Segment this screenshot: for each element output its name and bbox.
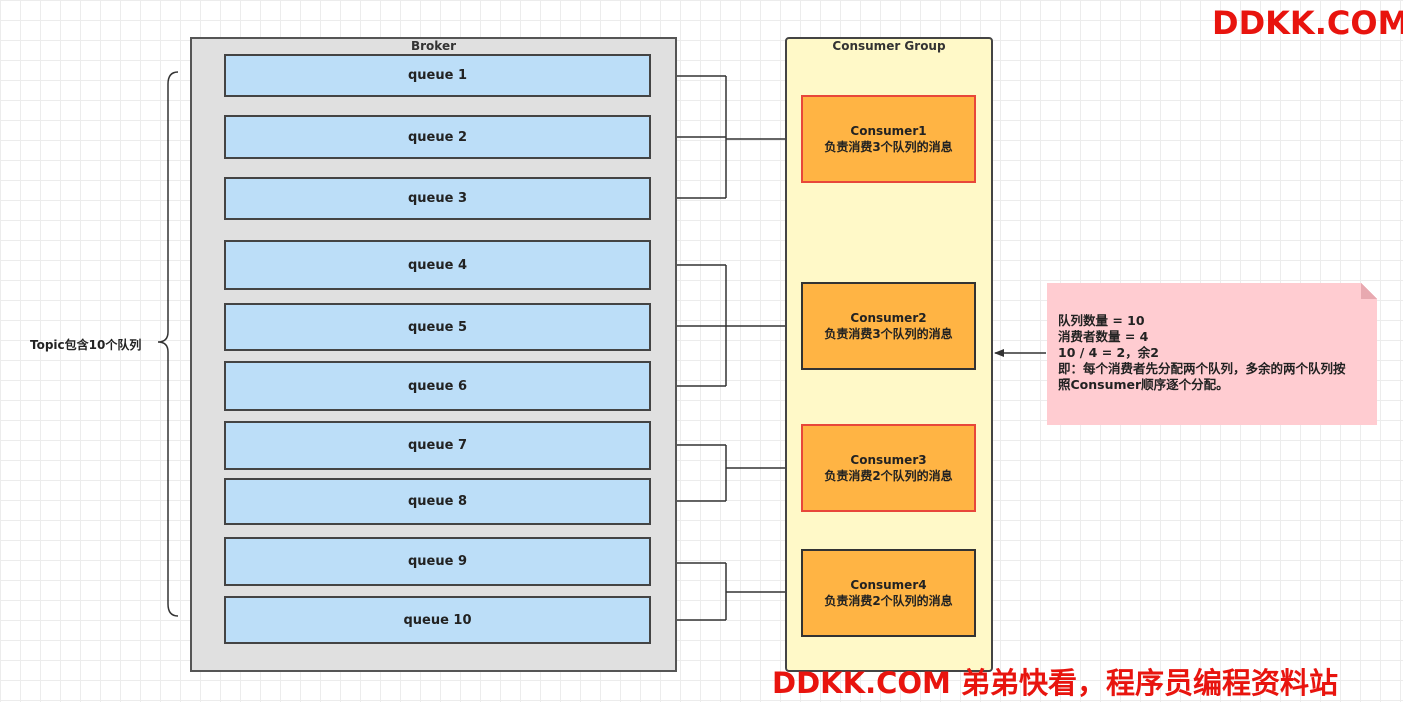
- broker-title: Broker: [410, 39, 457, 53]
- queue-4[interactable]: queue 4: [224, 240, 651, 290]
- watermark-top: DDKK.COM: [1212, 4, 1403, 42]
- queue-1[interactable]: queue 1: [224, 54, 651, 97]
- queue-7[interactable]: queue 7: [224, 421, 651, 470]
- consumer-desc: 负责消费3个队列的消息: [824, 140, 953, 154]
- queue-5[interactable]: queue 5: [224, 303, 651, 351]
- consumer-1[interactable]: Consumer1 负责消费3个队列的消息: [801, 95, 976, 183]
- queue-10[interactable]: queue 10: [224, 596, 651, 644]
- consumer-name: Consumer1: [850, 124, 927, 138]
- note-line: 队列数量 = 10: [1058, 313, 1145, 328]
- consumer-name: Consumer2: [850, 311, 927, 325]
- consumer-desc: 负责消费2个队列的消息: [824, 469, 953, 483]
- queue-6[interactable]: queue 6: [224, 361, 651, 411]
- note-line: 消费者数量 = 4: [1058, 329, 1149, 344]
- consumer-group-title: Consumer Group: [832, 39, 946, 53]
- topic-brace: [157, 71, 179, 617]
- note-line: 即：每个消费者先分配两个队列，多余的两个队列按: [1058, 361, 1346, 376]
- consumer-2[interactable]: Consumer2 负责消费3个队列的消息: [801, 282, 976, 370]
- topic-label: Topic包含10个队列: [30, 338, 142, 352]
- consumer-name: Consumer4: [850, 578, 927, 592]
- note-line: 10 / 4 = 2，余2: [1058, 345, 1159, 360]
- note-box: 队列数量 = 10 消费者数量 = 4 10 / 4 = 2，余2 即：每个消费…: [1047, 283, 1377, 425]
- watermark-bottom: DDKK.COM 弟弟快看，程序员编程资料站: [772, 666, 1338, 700]
- consumer-3[interactable]: Consumer3 负责消费2个队列的消息: [801, 424, 976, 512]
- consumer-desc: 负责消费2个队列的消息: [824, 594, 953, 608]
- note-line: 照Consumer顺序逐个分配。: [1058, 377, 1229, 392]
- note-fold-corner: [1361, 283, 1377, 299]
- queue-2[interactable]: queue 2: [224, 115, 651, 159]
- queue-9[interactable]: queue 9: [224, 537, 651, 586]
- consumer-name: Consumer3: [850, 453, 927, 467]
- consumer-desc: 负责消费3个队列的消息: [824, 327, 953, 341]
- consumer-4[interactable]: Consumer4 负责消费2个队列的消息: [801, 549, 976, 637]
- queue-8[interactable]: queue 8: [224, 478, 651, 525]
- queue-3[interactable]: queue 3: [224, 177, 651, 220]
